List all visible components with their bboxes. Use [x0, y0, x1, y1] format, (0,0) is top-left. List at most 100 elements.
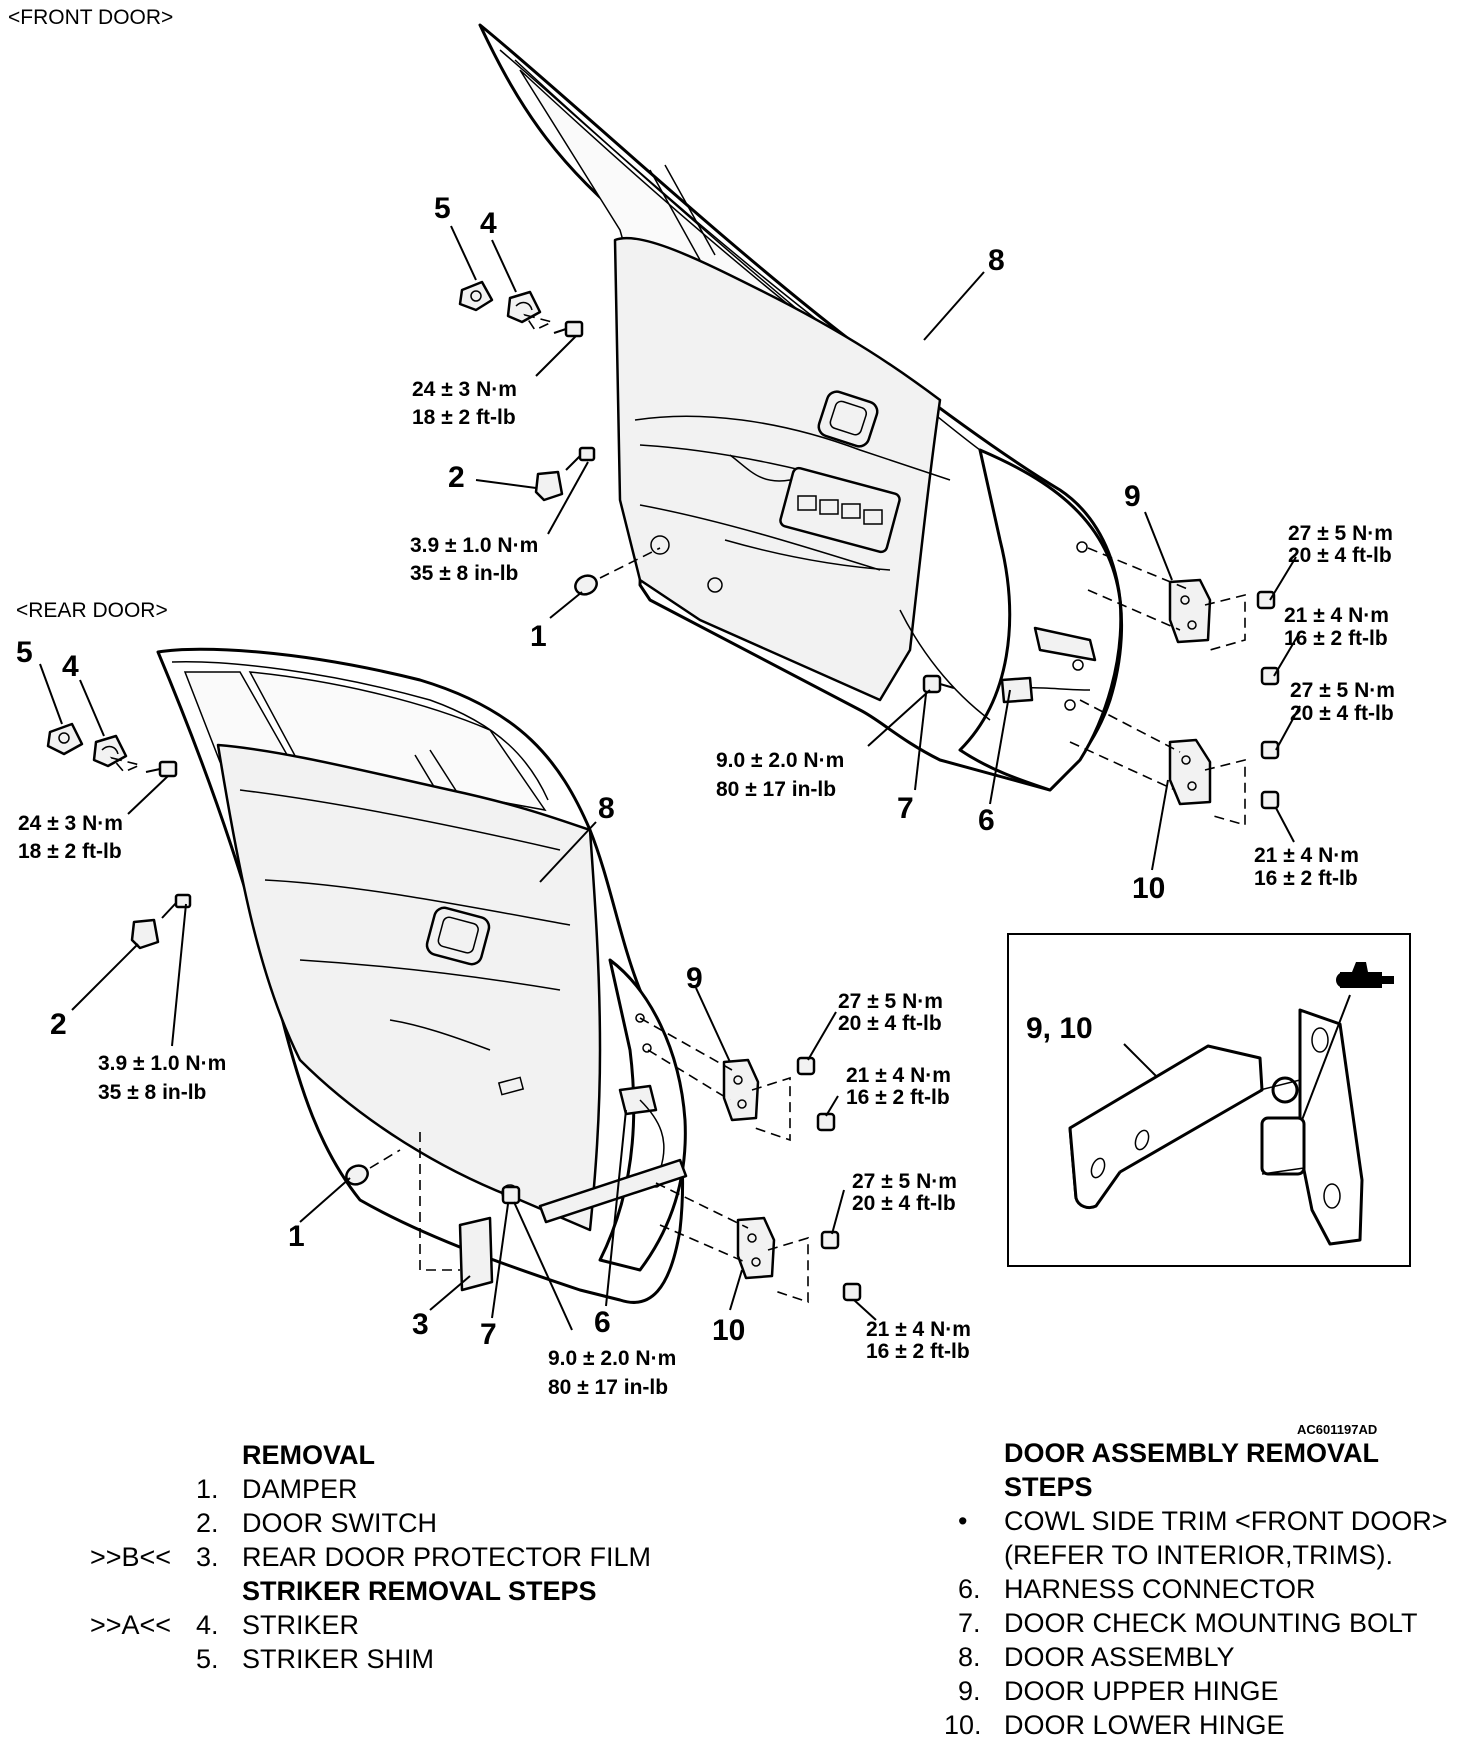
- front-callout-1: 1: [530, 620, 547, 653]
- legend-right-bullet-row-2: (REFER TO INTERIOR,TRIMS).: [940, 1538, 1470, 1572]
- rear-leader-10: [729, 1269, 743, 1311]
- rear-striker-shim: [46, 722, 84, 756]
- front-lower-door-torque-ftlb: 20 ± 4 ft-lb: [1290, 702, 1394, 725]
- legend-right-item-6: 6. HARNESS CONNECTOR: [940, 1572, 1470, 1606]
- rear-upper-body-torque: 21 ± 4 N·m 16 ± 2 ft-lb: [846, 1064, 951, 1109]
- front-upper-door-torque-ftlb: 20 ± 4 ft-lb: [1288, 544, 1392, 567]
- front-leader-10: [1151, 779, 1169, 871]
- rear-callout-9: 9: [686, 962, 703, 995]
- front-upper-body-torque-nm: 21 ± 4 N·m: [1284, 604, 1389, 627]
- rear-upper-door-torque-nm: 27 ± 5 N·m: [838, 990, 943, 1013]
- front-lower-body-torque: 21 ± 4 N·m 16 ± 2 ft-lb: [1254, 844, 1359, 890]
- legend-right-heading-1: DOOR ASSEMBLY REMOVAL: [1004, 1438, 1380, 1468]
- front-leader-lower-door-torque: [1275, 705, 1301, 751]
- legend-left-item-4-mark: >>A<<: [90, 1610, 172, 1640]
- rear-lower-door-torque-nm: 27 ± 5 N·m: [852, 1170, 957, 1193]
- legend-left-item-2-text: DOOR SWITCH: [242, 1508, 437, 1538]
- legend-left-item-4: >>A<< 4. STRIKER: [0, 1608, 720, 1642]
- front-leader-switch-torque: [547, 461, 589, 535]
- rear-lower-hinge: [655, 1182, 862, 1304]
- rear-striker: [92, 734, 128, 768]
- front-switch-torque-nm: 3.9 ± 1.0 N·m: [410, 534, 538, 557]
- legend-left-item-4-text: STRIKER: [242, 1610, 360, 1640]
- legend-left-item-3-num: 3.: [196, 1542, 219, 1572]
- rear-leader-switch-torque: [171, 903, 187, 1047]
- legend-right-heading-row-2: STEPS: [940, 1470, 1470, 1504]
- rear-striker-dashline: [109, 756, 143, 773]
- front-callout-9: 9: [1124, 480, 1141, 513]
- legend-right-item-10: 10. DOOR LOWER HINGE: [940, 1708, 1470, 1742]
- front-callout-8: 8: [988, 244, 1005, 277]
- rear-callout-10: 10: [712, 1314, 745, 1347]
- rear-leader-4: [79, 679, 105, 737]
- front-switch-torque: 3.9 ± 1.0 N·m 35 ± 8 in-lb: [410, 534, 538, 585]
- front-striker-torque-nm: 24 ± 3 N·m: [412, 378, 517, 401]
- front-upper-body-torque-ftlb: 16 ± 2 ft-lb: [1284, 627, 1388, 650]
- legend-left-heading-row: REMOVAL: [0, 1438, 720, 1472]
- rear-switch-torque-inlb: 35 ± 8 in-lb: [98, 1081, 206, 1104]
- rear-upper-door-torque: 27 ± 5 N·m 20 ± 4 ft-lb: [838, 990, 943, 1035]
- front-leader-9: [1144, 511, 1173, 581]
- front-door-switch: [534, 446, 596, 502]
- rear-lower-door-torque-ftlb: 20 ± 4 ft-lb: [852, 1192, 956, 1215]
- rear-leader-2: [71, 943, 139, 1011]
- rear-protector-film: [419, 1132, 494, 1292]
- rear-leader-upper-body-torque: [825, 1095, 839, 1117]
- rear-lower-body-torque: 21 ± 4 N·m 16 ± 2 ft-lb: [866, 1318, 971, 1363]
- rear-callout-3: 3: [412, 1308, 429, 1341]
- legend-right-item-7: 7. DOOR CHECK MOUNTING BOLT: [940, 1606, 1470, 1640]
- legend-right-bullet: •: [958, 1506, 968, 1536]
- rear-leader-3: [429, 1275, 471, 1311]
- front-leader-1: [549, 591, 583, 619]
- front-callout-6: 6: [978, 804, 995, 837]
- front-callout-7: 7: [897, 792, 914, 825]
- front-door-illustration: [478, 23, 1124, 792]
- legend-right-item-7-num: 7.: [958, 1608, 981, 1638]
- front-leader-8: [923, 271, 985, 341]
- figure-code: AC601197AD: [1297, 1422, 1377, 1437]
- inset-label: 9, 10: [1026, 1012, 1093, 1045]
- front-callout-2: 2: [448, 461, 465, 494]
- legend-left-item-1: 1. DAMPER: [0, 1472, 720, 1506]
- rear-switch-torque-nm: 3.9 ± 1.0 N·m: [98, 1052, 226, 1075]
- rear-leader-1: [299, 1177, 351, 1223]
- front-callout-10: 10: [1132, 872, 1165, 905]
- rear-leader-6: [605, 1109, 627, 1307]
- rear-upper-body-torque-ftlb: 16 ± 2 ft-lb: [846, 1086, 950, 1109]
- front-lower-body-torque-nm: 21 ± 4 N·m: [1254, 844, 1359, 867]
- front-lower-door-torque: 27 ± 5 N·m 20 ± 4 ft-lb: [1290, 679, 1395, 725]
- rear-leader-5: [39, 663, 63, 725]
- front-leader-lower-body-torque: [1275, 807, 1295, 843]
- rear-striker-torque: 24 ± 3 N·m 18 ± 2 ft-lb: [18, 812, 123, 863]
- front-door-section-title: <FRONT DOOR>: [8, 6, 173, 29]
- front-upper-door-torque: 27 ± 5 N·m 20 ± 4 ft-lb: [1288, 522, 1393, 567]
- rear-leader-7: [491, 1203, 509, 1319]
- rear-door-illustration: [156, 647, 688, 1304]
- rear-check-torque: 9.0 ± 2.0 N·m 80 ± 17 in-lb: [548, 1347, 676, 1399]
- rear-check-bolt: [501, 1185, 521, 1205]
- legend-left-item-1-text: DAMPER: [242, 1474, 358, 1504]
- legend-right-bullet-line-1: COWL SIDE TRIM <FRONT DOOR>: [1004, 1506, 1448, 1536]
- legend-left-item-1-num: 1.: [196, 1474, 219, 1504]
- front-upper-body-torque: 21 ± 4 N·m 16 ± 2 ft-lb: [1284, 604, 1389, 650]
- front-striker-torque: 24 ± 3 N·m 18 ± 2 ft-lb: [412, 378, 517, 429]
- front-upper-door-torque-nm: 27 ± 5 N·m: [1288, 522, 1393, 545]
- legend-right-item-8-text: DOOR ASSEMBLY: [1004, 1642, 1235, 1672]
- front-striker-bolt: [553, 320, 584, 338]
- legend-right-item-6-text: HARNESS CONNECTOR: [1004, 1574, 1316, 1604]
- rear-striker-torque-ftlb: 18 ± 2 ft-lb: [18, 840, 122, 863]
- rear-leader-check-torque: [513, 1201, 573, 1331]
- rear-callout-8: 8: [598, 792, 615, 825]
- legend-left-subheading: STRIKER REMOVAL STEPS: [242, 1576, 597, 1606]
- legend-left-item-2: 2. DOOR SWITCH: [0, 1506, 720, 1540]
- legend-left-item-5-text: STRIKER SHIM: [242, 1644, 435, 1674]
- inset-leader: [1123, 1043, 1161, 1081]
- legend-right-item-9-text: DOOR UPPER HINGE: [1004, 1676, 1279, 1706]
- rear-striker-bolt: [145, 760, 178, 778]
- front-leader-7: [914, 693, 927, 791]
- hinge-inset: 9, 10: [1007, 933, 1411, 1267]
- front-lower-hinge: [1069, 699, 1280, 827]
- rear-callout-5: 5: [16, 636, 33, 669]
- legend-right-item-10-text: DOOR LOWER HINGE: [1004, 1710, 1285, 1740]
